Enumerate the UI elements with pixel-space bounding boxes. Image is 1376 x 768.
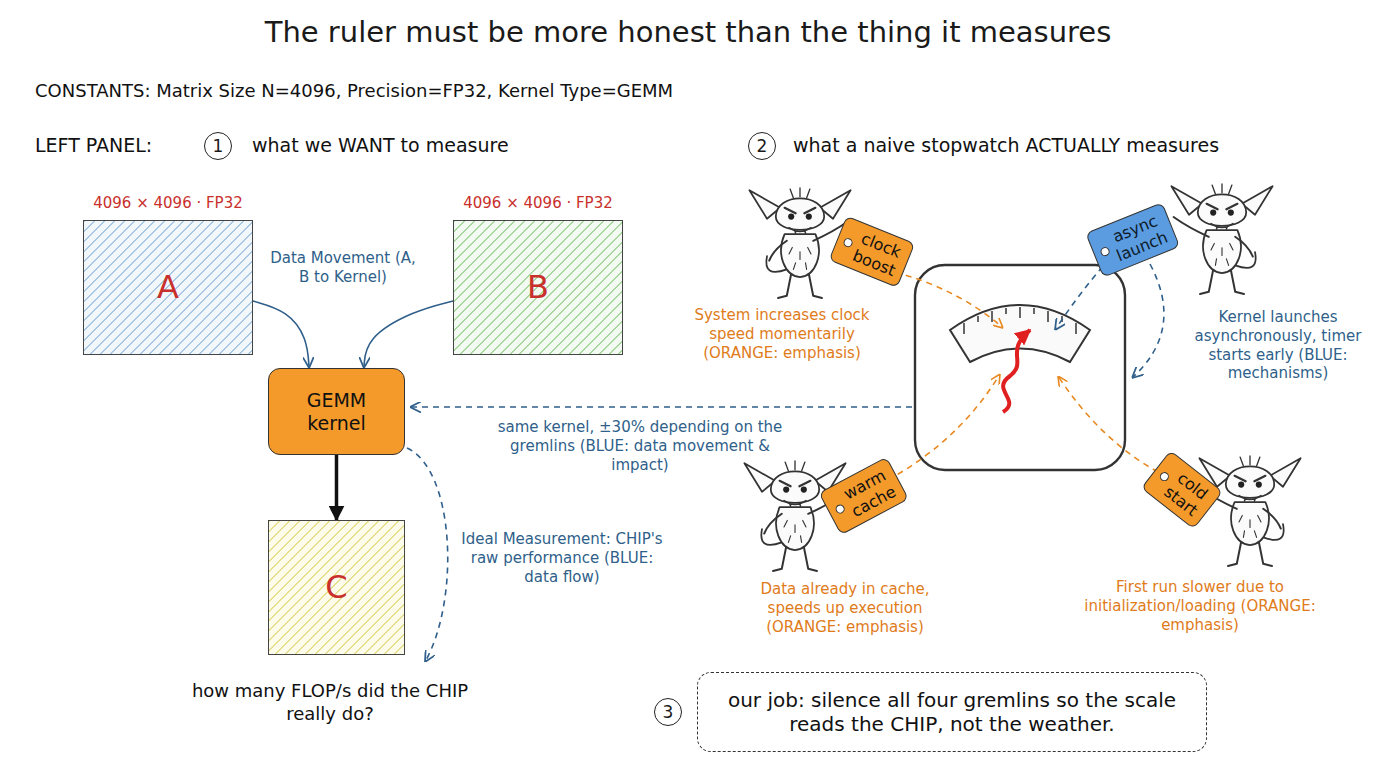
gremlin-mouth: [784, 501, 806, 507]
gremlin-head: [1198, 194, 1246, 225]
gremlin-eye: [1210, 210, 1216, 216]
edge-label: Data Movement (A, B to Kernel): [265, 248, 421, 288]
panel-heading: LEFT PANEL:: [35, 134, 152, 158]
gremlin-eye: [788, 214, 794, 220]
node-text: C: [325, 568, 347, 606]
dial-tick: [1019, 307, 1021, 318]
callout-number: 2: [748, 132, 776, 160]
gremlin-head: [771, 471, 819, 502]
gremlin-head: [1226, 466, 1274, 497]
gremlin-arm: [1235, 237, 1253, 257]
gremlin-mouth: [1239, 496, 1261, 502]
gremlin-caption: Data already in cache, speeds up executi…: [735, 580, 955, 636]
dial-tick: [1033, 308, 1035, 314]
gremlin-eye: [1256, 482, 1262, 488]
node-text: GEMM kernel: [282, 389, 392, 435]
data-flow-arrow: [335, 455, 339, 520]
tag-hole: [834, 503, 846, 515]
node-text: clock boost: [850, 228, 905, 280]
node-text: B: [527, 268, 549, 306]
diagram-title: The ruler must be more honest than the t…: [0, 14, 1376, 50]
data-flow-arrow: [253, 301, 309, 368]
kernel-box: GEMM kernel: [268, 368, 405, 455]
gremlin-eye: [1238, 482, 1244, 488]
node-text: A: [157, 268, 179, 306]
gremlin-brows: [785, 208, 816, 214]
gremlin-figure: [1171, 184, 1272, 294]
callout-number: 1: [204, 132, 232, 160]
gremlin-hair: [790, 188, 810, 198]
gremlin-fur: [789, 247, 811, 269]
dial-tick: [1075, 323, 1077, 334]
constants-note: CONSTANTS: Matrix Size N=4096, Precision…: [35, 80, 673, 103]
gremlin-eye: [806, 214, 812, 220]
dial-tick: [1047, 311, 1049, 322]
gremlin-tag: async launch: [1085, 202, 1181, 278]
node-text: async launch: [1107, 210, 1171, 266]
connector-note: Ideal Measurement: CHIP's raw performanc…: [455, 530, 670, 586]
dial-tick: [963, 323, 965, 334]
gremlin-hair: [785, 461, 805, 471]
leader-line: [410, 406, 912, 408]
matrix-box: C: [268, 520, 405, 655]
gremlin-mouth: [789, 228, 811, 234]
gremlin-tag: clock boost: [828, 216, 915, 289]
gremlin-head: [776, 198, 824, 229]
matrix-dimension: 4096 × 4096 · FP32: [434, 194, 642, 212]
gremlin-tag: warm cache: [818, 456, 909, 535]
panel-heading: what we WANT to measure: [252, 134, 509, 158]
gremlin-eye: [783, 487, 789, 493]
leader-line: [1132, 264, 1164, 378]
gremlin-tag: cold start: [1141, 450, 1224, 530]
gremlin-figure: [1199, 456, 1300, 566]
callout-number: 3: [654, 698, 682, 726]
dial-ticks: [964, 307, 1076, 334]
gremlin-caption: System increases clock speed momentarily…: [672, 306, 892, 362]
gremlin-group: [744, 184, 1300, 571]
spacer: [697, 672, 1207, 752]
matrix-dimension: 4096 × 4096 · FP32: [64, 194, 272, 212]
gremlin-brows: [780, 481, 811, 487]
leader-line: [407, 448, 448, 662]
gremlin-hair: [1212, 184, 1232, 194]
gremlin-brows: [1235, 476, 1266, 482]
gremlin-arm: [764, 514, 782, 534]
tag-hole: [842, 237, 854, 249]
panel-heading: what a naive stopwatch ACTUALLY measures: [793, 134, 1219, 158]
node-text: warm cache: [839, 465, 899, 521]
note-box: our job: silence all four gremlins so th…: [697, 672, 1207, 752]
tag-hole: [1158, 470, 1171, 483]
matrix-box: 4096 × 4096 · FP32A: [83, 220, 253, 355]
scale-dial: [950, 305, 1090, 362]
dial-tick: [977, 316, 979, 322]
gremlin-eye: [801, 487, 807, 493]
gremlin-mouth: [1211, 224, 1233, 230]
gremlin-brows: [1207, 204, 1238, 210]
gremlin-fur: [784, 520, 806, 542]
gremlin-caption: Kernel launches asynchronously, timer st…: [1194, 308, 1362, 383]
data-flow-arrow: [364, 301, 453, 368]
needle-arrow: [1003, 330, 1030, 412]
node-text: our job: silence all four gremlins so th…: [712, 688, 1192, 736]
gremlin-fur: [1211, 243, 1233, 265]
dial-tick: [1005, 308, 1007, 314]
connector-note: same kernel, ±30% depending on the greml…: [495, 418, 785, 474]
gremlin-caption: First run slower due to initialization/l…: [1080, 578, 1320, 634]
leader-line: [1058, 376, 1158, 472]
matrix-box: 4096 × 4096 · FP32B: [453, 220, 623, 355]
gremlin-arm: [1263, 509, 1281, 529]
leader-line: [895, 272, 1003, 328]
gremlin-hair: [1240, 456, 1260, 466]
gremlin-arm: [769, 241, 787, 261]
question-note: how many FLOP/s did the CHIP really do?: [180, 680, 480, 725]
gremlin-eye: [1228, 210, 1234, 216]
leader-line: [888, 374, 1000, 480]
dial-tick: [991, 311, 993, 322]
tag-hole: [1099, 246, 1111, 258]
gremlin-fur: [1239, 515, 1261, 537]
